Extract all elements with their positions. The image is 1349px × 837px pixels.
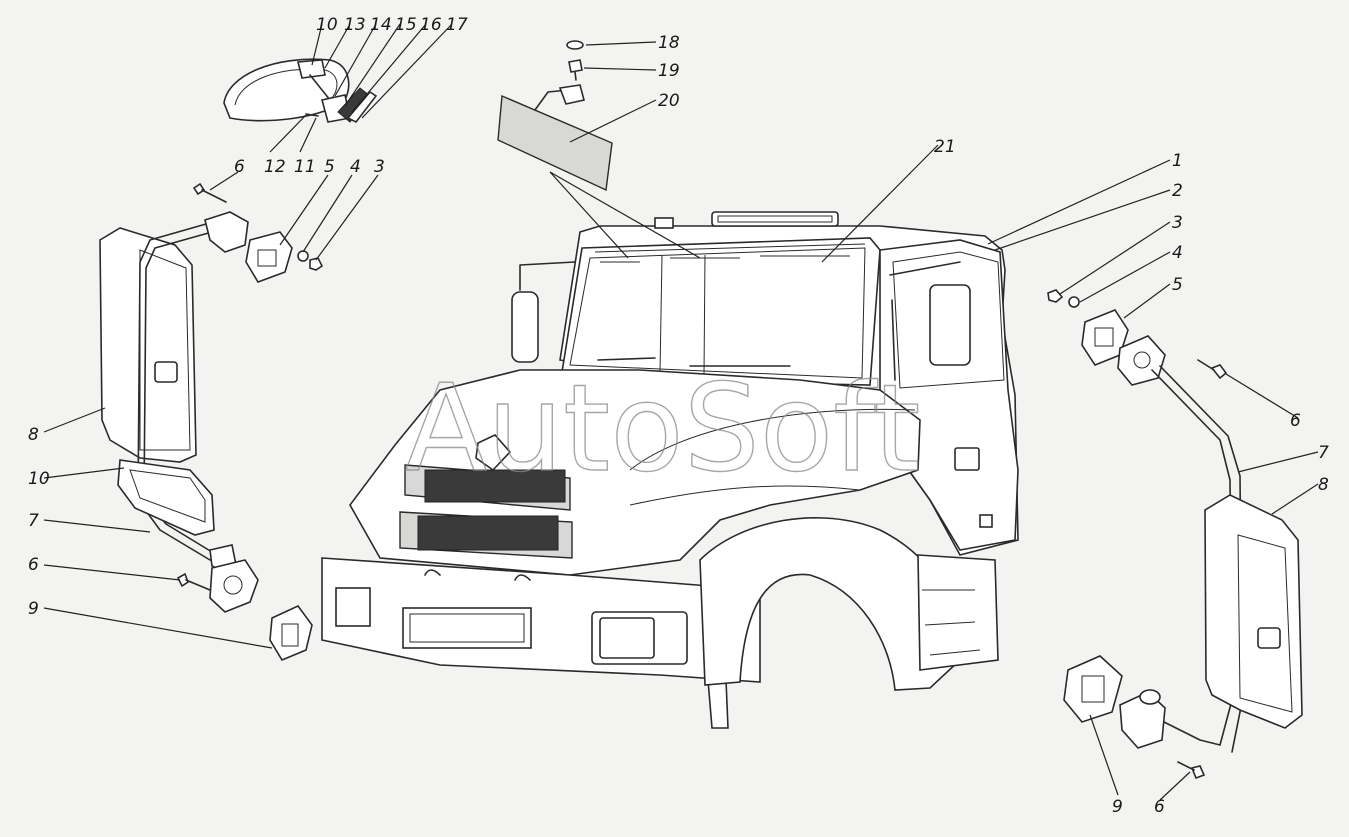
callout-13: 13	[344, 15, 366, 35]
callout-9-left: 9	[28, 599, 39, 619]
callout-9-right: 9	[1112, 797, 1123, 817]
callout-4-left: 4	[350, 157, 361, 177]
callout-5-right: 5	[1172, 275, 1183, 295]
callout-6-bottom-right: 6	[1154, 797, 1165, 817]
callout-3-right: 3	[1172, 213, 1183, 233]
callout-7-left: 7	[28, 511, 39, 531]
watermark-text: AutoSoft	[405, 360, 920, 499]
callout-6-top-left: 6	[234, 157, 245, 177]
callout-10-top: 10	[316, 15, 338, 35]
callout-4-right: 4	[1172, 243, 1183, 263]
callout-18: 18	[658, 33, 680, 53]
callout-14: 14	[370, 15, 392, 35]
callout-2: 2	[1172, 181, 1183, 201]
callout-5-left: 5	[324, 157, 335, 177]
callout-labels: 10 13 14 15 16 17 12 11 6 5 4 3 8 10 7 6…	[28, 15, 1329, 817]
callout-21: 21	[934, 137, 956, 157]
callout-8-left: 8	[28, 425, 39, 445]
right-mirror-assembly	[1047, 289, 1303, 780]
callout-7-right: 7	[1318, 443, 1329, 463]
callout-8-right: 8	[1318, 475, 1329, 495]
callout-11: 11	[294, 157, 316, 177]
truck-cab	[321, 211, 1019, 729]
leader-lines	[43, 23, 1319, 801]
callout-15: 15	[395, 15, 417, 35]
callout-3-left: 3	[374, 157, 385, 177]
callout-17: 17	[446, 15, 468, 35]
callout-6-right: 6	[1290, 411, 1301, 431]
callout-16: 16	[420, 15, 442, 35]
callout-1: 1	[1172, 151, 1183, 171]
callout-20: 20	[658, 91, 680, 111]
left-mirror-assembly	[99, 182, 324, 662]
sun-visor-assembly	[497, 40, 701, 259]
front-view-mirror-assembly	[223, 58, 378, 124]
callout-6-left: 6	[28, 555, 39, 575]
callout-10-left: 10	[28, 469, 50, 489]
callout-19: 19	[658, 61, 680, 81]
callout-12: 12	[264, 157, 286, 177]
